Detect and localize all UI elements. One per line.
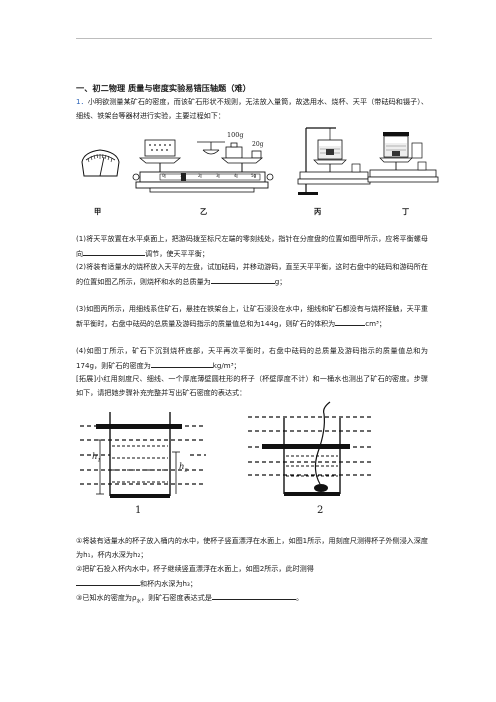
question-intro: 1．小明欲测量某矿石的密度，而该矿石形状不规则，无法放入量筒，故选用水、烧杯、天… xyxy=(76,95,428,123)
header-rule xyxy=(76,38,432,39)
figure-number-2: 2 xyxy=(317,505,324,516)
step-2-text-a: (2)将装有适量水的烧杯放入天平的左盘，试加砝码，并移动游码，直至天平平衡，这时… xyxy=(76,262,428,286)
weight-100g-label: 100g xyxy=(227,131,244,139)
answer-blank-1[interactable] xyxy=(83,246,146,256)
step-1-text-b: 调节，使天平平衡； xyxy=(145,249,209,258)
substep-3-text-a: ③已知水的密度为ρ xyxy=(76,593,137,602)
substep-2-text-a: ②把矿石投入杯内水中，杯子继续竖直漂浮在水面上，如图2所示，此时测得 xyxy=(76,564,314,573)
cup-figure-1 xyxy=(80,412,206,498)
scale-tick-0: 0 xyxy=(162,173,165,178)
scale-tick-1: 1 xyxy=(180,173,183,178)
step-3-text-a: (3)如图丙所示，用细线系住矿石，悬挂在铁架台上，让矿石浸没在水中，细线和矿石都… xyxy=(76,304,428,328)
substep-1: ①将装有适量水的杯子放入桶内的水中，使杯子竖直漂浮在水面上，如图1所示，用刻度尺… xyxy=(76,536,428,559)
rho-water-subscript: 水 xyxy=(136,599,142,605)
step-2: (2)将装有适量水的烧杯放入天平的左盘，试加砝码，并移动游码，直至天平平衡，这时… xyxy=(76,260,428,289)
answer-blank-5[interactable] xyxy=(76,576,140,586)
label-bing: 丙 xyxy=(314,207,322,216)
extension-text: [拓展]小红用刻度尺、细线、一个厚底薄壁圆柱形的杯子（杯壁厚度不计）和一桶水也测… xyxy=(76,374,428,397)
substep-2-text-b: 和杯内水深为h₃； xyxy=(140,579,197,588)
question-number: 1． xyxy=(76,97,88,106)
intro-text: 小明欲测量某矿石的密度，而该矿石形状不规则，无法放入量筒，故选用水、烧杯、天平（… xyxy=(76,97,428,120)
step-4-text-b: kg/m³； xyxy=(212,361,241,370)
h1-subscript: 1 xyxy=(97,457,101,464)
step-1-text-a: (1)将天平放置在水平桌面上，把游码拨至标尺左端的零刻线处，指针在分度盘的位置如… xyxy=(76,234,428,258)
figure-number-1: 1 xyxy=(135,505,142,516)
figure-apparatus xyxy=(81,127,439,195)
label-yi: 乙 xyxy=(200,207,208,216)
label-jia: 甲 xyxy=(94,207,102,216)
cup-figure-2 xyxy=(248,401,372,496)
setup-bing xyxy=(297,127,371,195)
step-3: (3)如图丙所示，用细线系住矿石，悬挂在铁架台上，让矿石浸没在水中，细线和矿石都… xyxy=(76,302,428,331)
label-ding: 丁 xyxy=(402,207,410,216)
h2-label: h2 xyxy=(179,462,188,474)
substep-2: ②把矿石投入杯内水中，杯子继续竖直漂浮在水面上，如图2所示，此时测得 和杯内水深… xyxy=(76,562,428,591)
h2-letter: h xyxy=(179,462,185,472)
scale-tick-3: 3 xyxy=(216,173,219,178)
scale-tick-5g: 5g xyxy=(251,173,257,178)
section-title: 一、初二物理 质量与密度实验易错压轴题（难） xyxy=(76,83,251,93)
step-4-text-a: (4)如图丁所示，矿石下沉到烧杯底部，天平再次平衡时，右盘中砝码的总质量及游码指… xyxy=(76,346,428,370)
step-4: (4)如图丁所示，矿石下沉到烧杯底部，天平再次平衡时，右盘中砝码的总质量及游码指… xyxy=(76,344,428,373)
substep-3-text-c: 。 xyxy=(295,593,304,602)
answer-blank-3[interactable] xyxy=(335,316,366,326)
figure-cup xyxy=(80,401,372,498)
answer-blank-6[interactable] xyxy=(211,590,296,600)
step-3-text-b: cm³； xyxy=(365,319,386,328)
step-1: (1)将天平放置在水平桌面上，把游码拨至标尺左端的零刻线处，指针在分度盘的位置如… xyxy=(76,232,428,261)
weight-20g-label: 20g xyxy=(252,141,264,148)
step-2-text-b: g； xyxy=(274,277,287,286)
setup-ding xyxy=(367,132,439,183)
h1-label: h1 xyxy=(92,452,101,464)
h1-letter: h xyxy=(92,452,98,462)
answer-blank-4[interactable] xyxy=(150,358,213,368)
answer-blank-2[interactable] xyxy=(210,274,275,284)
balance-yi xyxy=(132,139,274,193)
scale-tick-4: 4 xyxy=(234,173,237,178)
substep-3: ③已知水的密度为ρ水，则矿石密度表达式是 。 xyxy=(76,590,428,609)
scale-tick-2: 2 xyxy=(198,173,201,178)
substep-3-text-b: ，则矿石密度表达式是 xyxy=(141,593,212,602)
dial-jia xyxy=(81,149,120,177)
h2-subscript: 2 xyxy=(184,467,188,474)
